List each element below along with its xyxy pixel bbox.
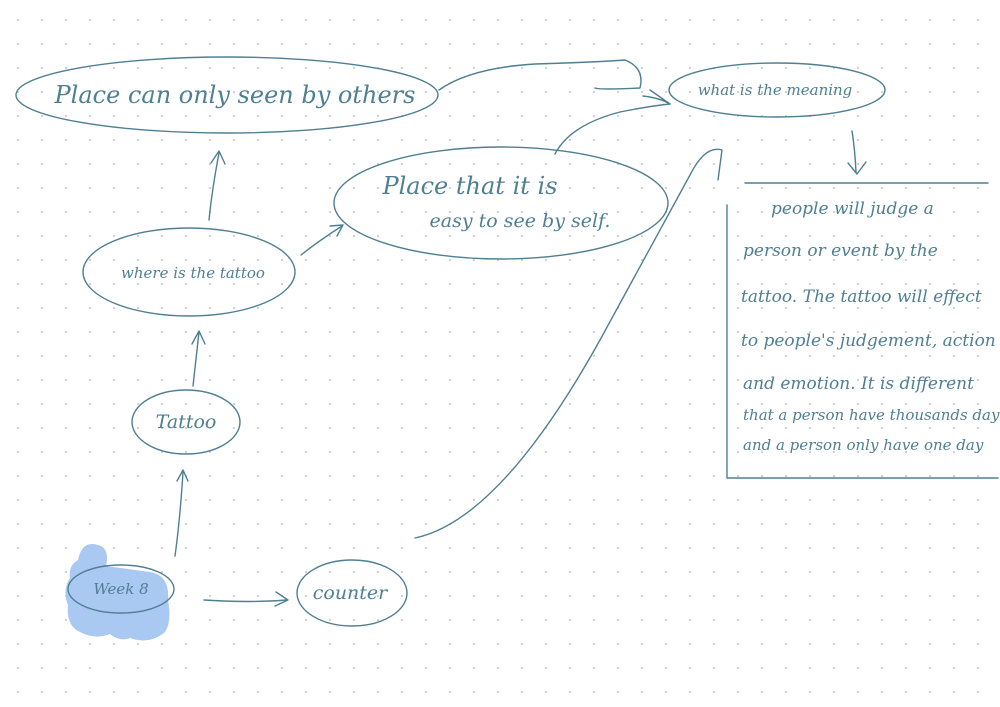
node-counter-label: counter	[313, 582, 389, 604]
arrowhead-week-to-counter	[274, 591, 289, 607]
note-line-2: person or event by the	[743, 241, 938, 261]
node-where-is-the-tattoo[interactable]: where is the tattoo	[82, 227, 296, 317]
note-line-3: tattoo. The tattoo will effect	[741, 287, 982, 307]
arrow-tattoo-to-where	[192, 331, 200, 387]
highlight-blob	[65, 544, 170, 641]
note-line-7: and a person only have one day	[743, 436, 984, 454]
node-tattoo[interactable]: Tattoo	[131, 389, 241, 455]
node-week-8-label: Week 8	[93, 580, 148, 598]
node-week-8[interactable]: Week 8	[67, 564, 175, 614]
arrowhead-others-to-meaning	[642, 89, 671, 105]
node-seen-by-others[interactable]: Place can only seen by others	[15, 56, 439, 134]
arrow-others-to-meaning	[438, 59, 642, 91]
arrow-week-to-tattoo	[174, 471, 184, 557]
arrow-meaning-to-note	[851, 130, 857, 173]
arrowhead-where-to-others	[210, 150, 226, 165]
arrow-where-to-others	[208, 152, 220, 221]
note-line-1: people will judge a	[771, 199, 934, 219]
note-line-4: to people's judgement, action	[741, 331, 996, 351]
node-seen-by-others-label: Place can only seen by others	[54, 81, 416, 109]
arrow-where-to-self	[300, 225, 343, 256]
connectors	[174, 59, 867, 607]
node-meaning-label: what is the meaning	[698, 81, 853, 99]
node-what-is-the-meaning[interactable]: what is the meaning	[668, 62, 886, 118]
arrowhead-where-to-self	[329, 224, 344, 237]
arrow-week-to-counter	[203, 599, 287, 603]
arrowhead-meaning-to-note	[847, 161, 867, 175]
node-seen-by-self[interactable]: Place that it is easy to see by self.	[333, 146, 669, 260]
node-seen-by-self-line2: easy to see by self.	[430, 210, 611, 232]
node-where-label: where is the tattoo	[121, 264, 265, 282]
note-line-5: and emotion. It is different	[743, 374, 974, 394]
arrow-counter-to-meaning	[414, 148, 723, 539]
node-counter[interactable]: counter	[296, 559, 408, 627]
note-line-6: that a person have thousands day	[743, 406, 1000, 424]
arrowhead-week-to-tattoo	[176, 469, 189, 482]
explanation-note: people will judge a person or event by t…	[726, 182, 1000, 479]
arrowhead-tattoo-to-where	[191, 330, 206, 345]
note-border	[726, 182, 999, 479]
arrow-self-to-meaning	[554, 103, 671, 155]
node-tattoo-label: Tattoo	[156, 411, 217, 433]
node-seen-by-self-line1: Place that it is	[381, 172, 557, 200]
